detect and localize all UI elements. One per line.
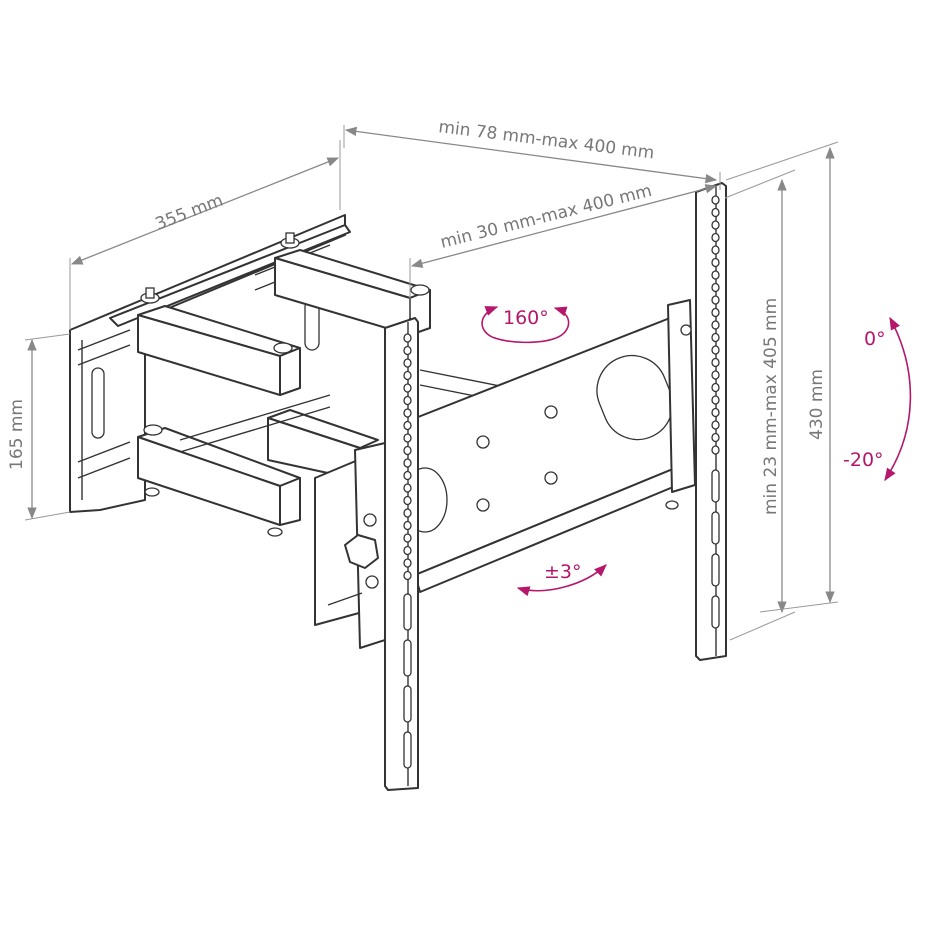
rail-hole (711, 245, 720, 255)
depth-label: 355 mm (153, 191, 226, 235)
rail-hole (403, 533, 412, 543)
rail-hole (403, 508, 412, 518)
rail-hole (403, 495, 412, 506)
swivel-label: 160° (503, 307, 549, 329)
rail-hole (711, 345, 720, 355)
rail-hole (403, 545, 412, 556)
rail-hole (711, 195, 720, 205)
rail-hole (403, 433, 412, 443)
rail-hole (711, 357, 720, 368)
rail-hole (711, 332, 720, 343)
rail-hole (711, 257, 720, 268)
rail-hole (403, 470, 412, 481)
rail-hole (403, 570, 412, 581)
rail-hole (711, 295, 720, 305)
left-vertical-rail (384, 317, 419, 791)
rail-hole (403, 345, 412, 356)
tilt-up-label: 0° (864, 328, 886, 350)
rail-hole (403, 458, 412, 468)
rail-hole (711, 232, 720, 243)
arm-width-label: min 30 mm-max 400 mm (438, 181, 654, 253)
rail-hole (711, 445, 720, 455)
rail-hole (403, 483, 412, 493)
total-height-label: 430 mm (807, 369, 827, 440)
rail-hole (711, 382, 720, 393)
rail-hole (403, 520, 412, 531)
rail-hole (403, 370, 412, 381)
rail-hole (711, 220, 720, 230)
vesa-height-label: min 23 mm-max 405 mm (761, 298, 781, 515)
rail-hole (711, 282, 720, 293)
swivel-indicator (481, 306, 570, 344)
dimension-lines (24, 125, 839, 641)
wall-height-label: 165 mm (7, 399, 27, 470)
rail-hole (403, 395, 412, 406)
rail-hole (711, 270, 720, 280)
tilt-down-label: -20° (843, 449, 884, 471)
rail-hole (403, 383, 412, 393)
tilt-indicator (884, 316, 912, 482)
tilt-bracket (314, 299, 696, 649)
rail-hole (711, 207, 720, 218)
rail-hole (711, 432, 720, 443)
rail-hole (403, 408, 412, 418)
rail-hole (711, 370, 720, 380)
rail-hole (403, 558, 412, 568)
rail-hole (403, 333, 412, 343)
rail-hole (403, 420, 412, 431)
rail-hole (711, 420, 720, 430)
right-vertical-rail (695, 182, 727, 661)
rail-hole (711, 407, 720, 418)
rail-hole (711, 395, 720, 405)
level-indicator (516, 564, 607, 597)
rail-hole (711, 307, 720, 318)
rail-hole (403, 358, 412, 368)
tv-plate (384, 317, 691, 593)
level-label: ±3° (544, 561, 582, 583)
rail-hole (711, 320, 720, 330)
rail-hole (403, 445, 412, 456)
